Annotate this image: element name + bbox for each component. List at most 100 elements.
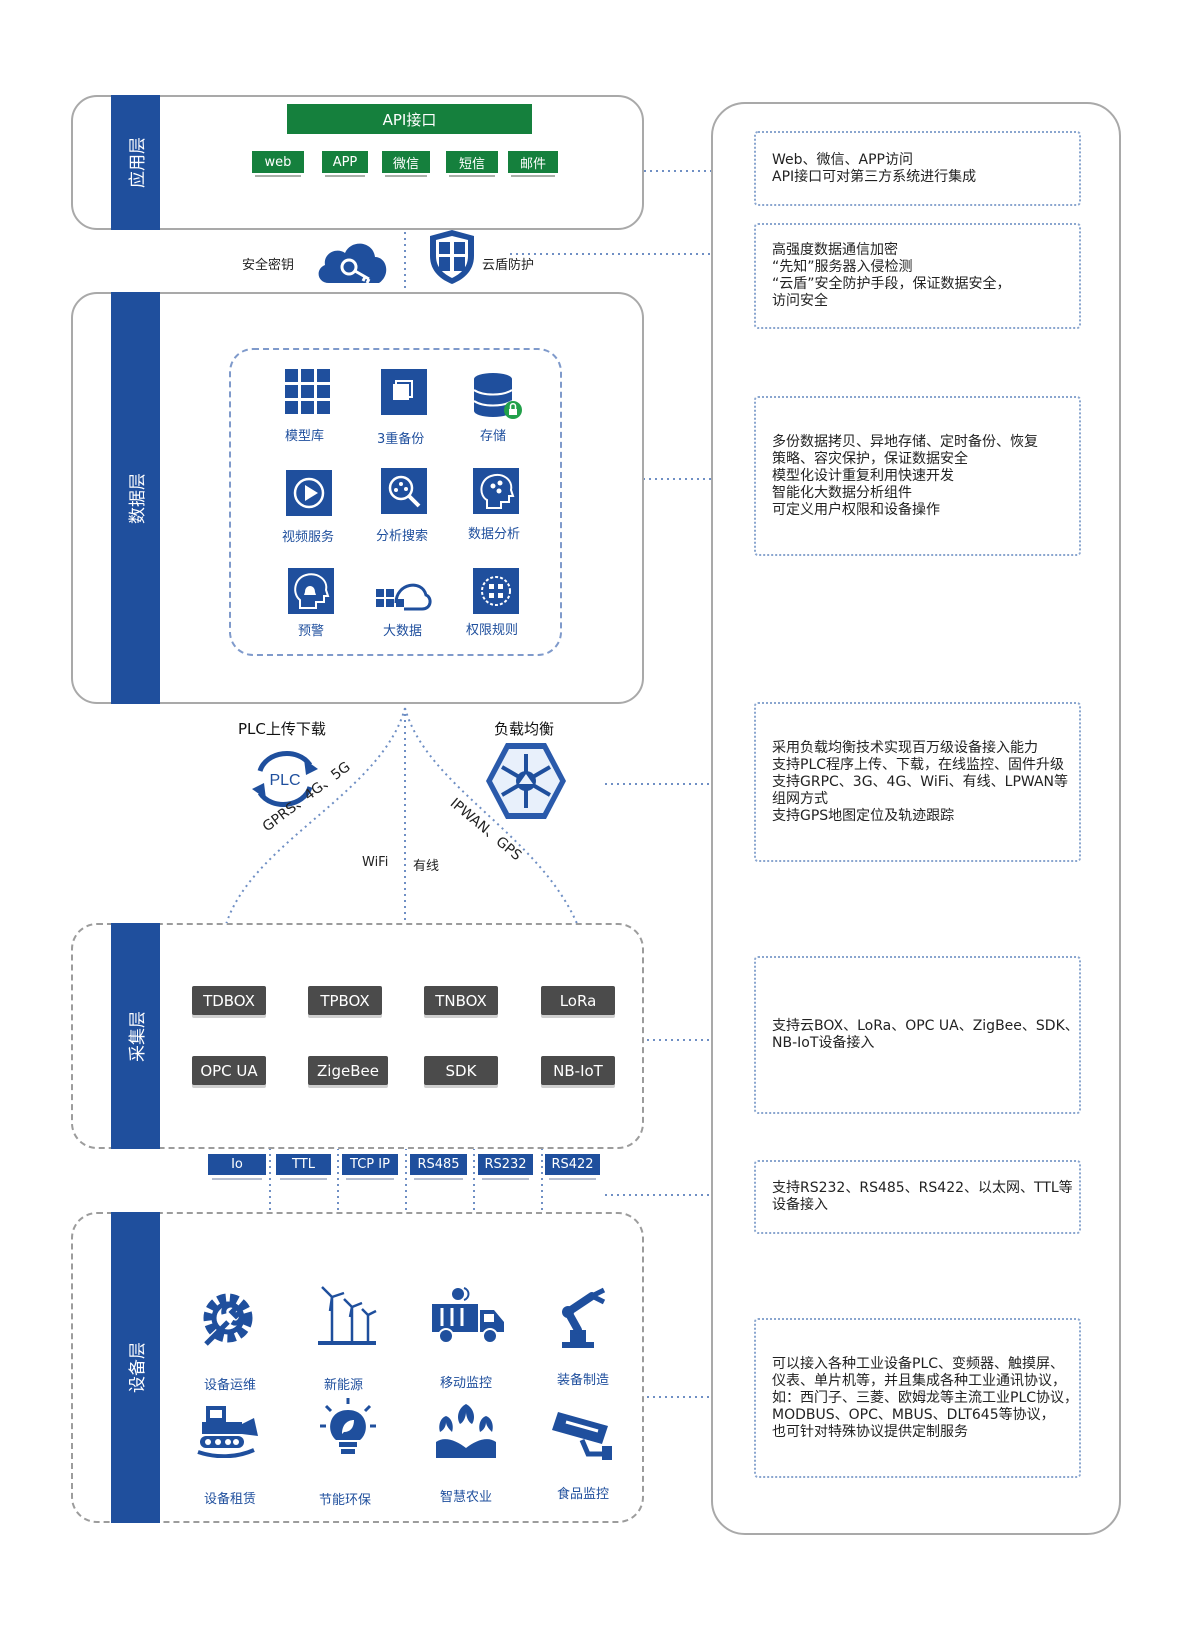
plc-icon-text: PLC bbox=[269, 772, 300, 789]
module-label: 数据分析 bbox=[468, 527, 521, 542]
load-balance-title: 负载均衡 bbox=[494, 720, 555, 738]
wired-label: 有线 bbox=[413, 859, 440, 874]
module-label: 视频服务 bbox=[282, 530, 335, 545]
plc-title: PLC上传下载 bbox=[238, 720, 326, 738]
robot-arm-icon bbox=[562, 1287, 606, 1348]
device-layer-panel: 设备层 bbox=[71, 1212, 644, 1523]
storage-icon bbox=[473, 373, 522, 419]
device-item-label: 节能环保 bbox=[319, 1493, 372, 1508]
device-item-label: 智慧农业 bbox=[440, 1490, 493, 1505]
maintenance-gear-icon bbox=[203, 1293, 253, 1346]
backup-icon bbox=[381, 369, 427, 415]
note-line: 仪表、单片机等，并且集成各种工业通讯协议， bbox=[772, 1372, 1066, 1389]
note-line: 设备接入 bbox=[772, 1197, 828, 1213]
note-line: 模型化设计重复利用快速开发 bbox=[772, 467, 954, 484]
note-line: 可定义用户权限和设备操作 bbox=[772, 501, 940, 518]
chip-wechat: 微信 bbox=[382, 151, 430, 177]
protocol-chip: TCP IP bbox=[342, 1154, 398, 1180]
note-network: 采用负载均衡技术实现百万级设备接入能力 支持PLC程序上传、下载，在线监控、固件… bbox=[754, 702, 1081, 862]
device-chip: LoRa bbox=[541, 986, 615, 1015]
note-line: 多份数据拷贝、异地存储、定时备份、恢复 bbox=[772, 433, 1038, 450]
note-line: 支持RS232、RS485、RS422、以太网、TTL等 bbox=[772, 1180, 1073, 1196]
note-line: 组网方式 bbox=[772, 790, 828, 807]
app-layer-band: 应用层 bbox=[111, 95, 160, 230]
note-security: 高强度数据通信加密 “先知”服务器入侵检测 “云盾”安全防护手段，保证数据安全，… bbox=[754, 223, 1081, 329]
big-data-icon bbox=[376, 583, 432, 611]
data-modules-frame bbox=[229, 348, 562, 656]
data-analysis-icon bbox=[473, 468, 519, 514]
analysis-search-icon bbox=[381, 468, 427, 514]
chip-sms: 短信 bbox=[446, 151, 498, 177]
note-device: 可以接入各种工业设备PLC、变频器、触摸屏、 仪表、单片机等，并且集成各种工业通… bbox=[754, 1318, 1081, 1478]
device-chip: ZigeBee bbox=[308, 1056, 388, 1085]
note-line: Web、微信、APP访问 bbox=[772, 151, 913, 168]
note-line: 策略、容灾保护，保证数据安全 bbox=[772, 450, 968, 467]
note-line: 支持GPS地图定位及轨迹跟踪 bbox=[772, 807, 955, 824]
note-line: 高强度数据通信加密 bbox=[772, 242, 898, 258]
notes-frame bbox=[711, 102, 1121, 1535]
device-chip: NB-IoT bbox=[541, 1056, 615, 1085]
smart-agriculture-icon bbox=[436, 1404, 496, 1458]
module-label: 3重备份 bbox=[377, 432, 425, 447]
permission-icon bbox=[473, 568, 519, 614]
device-item-label: 设备运维 bbox=[204, 1378, 257, 1393]
note-line: 可以接入各种工业设备PLC、变频器、触摸屏、 bbox=[772, 1355, 1065, 1372]
note-app: Web、微信、APP访问 API接口可对第三方系统进行集成 bbox=[754, 131, 1081, 206]
note-line: 也可针对特殊协议提供定制服务 bbox=[772, 1423, 968, 1440]
protocol-chip: RS232 bbox=[478, 1154, 533, 1180]
data-layer-band: 数据层 bbox=[111, 292, 160, 704]
video-icon bbox=[286, 470, 332, 516]
collect-layer-band: 采集层 bbox=[111, 923, 160, 1149]
note-collect: 支持云BOX、LoRa、OPC UA、ZigBee、SDK、 NB-IoT设备接… bbox=[754, 956, 1081, 1114]
device-layer-title: 设备层 bbox=[128, 1342, 148, 1393]
device-chip: TDBOX bbox=[192, 986, 266, 1015]
module-label: 模型库 bbox=[285, 429, 325, 444]
shield-label: 云盾防护 bbox=[482, 258, 535, 273]
note-line: “先知”服务器入侵检测 bbox=[772, 259, 913, 275]
device-chip: SDK bbox=[424, 1056, 498, 1085]
security-key-label: 安全密钥 bbox=[242, 258, 295, 273]
alert-icon bbox=[288, 568, 334, 614]
protocol-chip: RS485 bbox=[410, 1154, 467, 1180]
device-chip: TPBOX bbox=[308, 986, 382, 1015]
wind-turbine-icon bbox=[318, 1286, 377, 1345]
collect-layer-title: 采集层 bbox=[128, 1010, 148, 1062]
module-label: 存储 bbox=[480, 429, 507, 444]
device-chip: OPC UA bbox=[192, 1056, 266, 1085]
note-line: API接口可对第三方系统进行集成 bbox=[772, 168, 977, 185]
device-item-label: 移动监控 bbox=[440, 1376, 493, 1391]
eco-bulb-icon bbox=[320, 1398, 376, 1454]
note-line: 支持PLC程序上传、下载，在线监控、固件升级 bbox=[772, 756, 1065, 773]
module-label: 大数据 bbox=[383, 624, 423, 639]
collect-layer-panel: 采集层 bbox=[71, 923, 644, 1149]
plc-sync-icon: PLC bbox=[252, 751, 318, 807]
shield-icon bbox=[430, 230, 474, 284]
note-data: 多份数据拷贝、异地存储、定时备份、恢复 策略、容灾保护，保证数据安全 模型化设计… bbox=[754, 396, 1081, 556]
note-line: 支持云BOX、LoRa、OPC UA、ZigBee、SDK、 bbox=[772, 1018, 1079, 1034]
chip-web: web bbox=[252, 151, 304, 177]
module-label: 权限规则 bbox=[466, 623, 519, 638]
note-line: 访问安全 bbox=[772, 293, 828, 309]
rental-bulldozer-icon bbox=[197, 1406, 258, 1458]
cctv-camera-icon bbox=[552, 1412, 612, 1460]
protocol-chip: Io bbox=[208, 1154, 266, 1180]
note-line: 采用负载均衡技术实现百万级设备接入能力 bbox=[772, 739, 1038, 756]
wifi-label: WiFi bbox=[362, 855, 389, 870]
module-label: 预警 bbox=[298, 624, 325, 639]
note-line: “云盾”安全防护手段，保证数据安全， bbox=[772, 276, 1011, 292]
module-label: 分析搜索 bbox=[376, 529, 429, 544]
device-item-label: 设备租赁 bbox=[204, 1492, 257, 1507]
cloud-key-icon bbox=[318, 243, 387, 284]
device-item-label: 装备制造 bbox=[557, 1373, 610, 1388]
load-balance-icon bbox=[486, 743, 566, 819]
note-line: 支持GRPC、3G、4G、WiFi、有线、LPWAN等 bbox=[772, 773, 1069, 790]
api-bar: API接口 bbox=[287, 104, 532, 134]
protocol-chip: RS422 bbox=[545, 1154, 600, 1180]
mobile-monitor-truck-icon bbox=[432, 1287, 504, 1344]
grid-icon bbox=[285, 369, 330, 414]
chip-app: APP bbox=[322, 151, 368, 177]
chip-mail: 邮件 bbox=[508, 151, 558, 177]
note-protocol: 支持RS232、RS485、RS422、以太网、TTL等 设备接入 bbox=[754, 1160, 1081, 1234]
app-layer-title: 应用层 bbox=[128, 137, 148, 188]
device-item-label: 食品监控 bbox=[557, 1487, 610, 1502]
